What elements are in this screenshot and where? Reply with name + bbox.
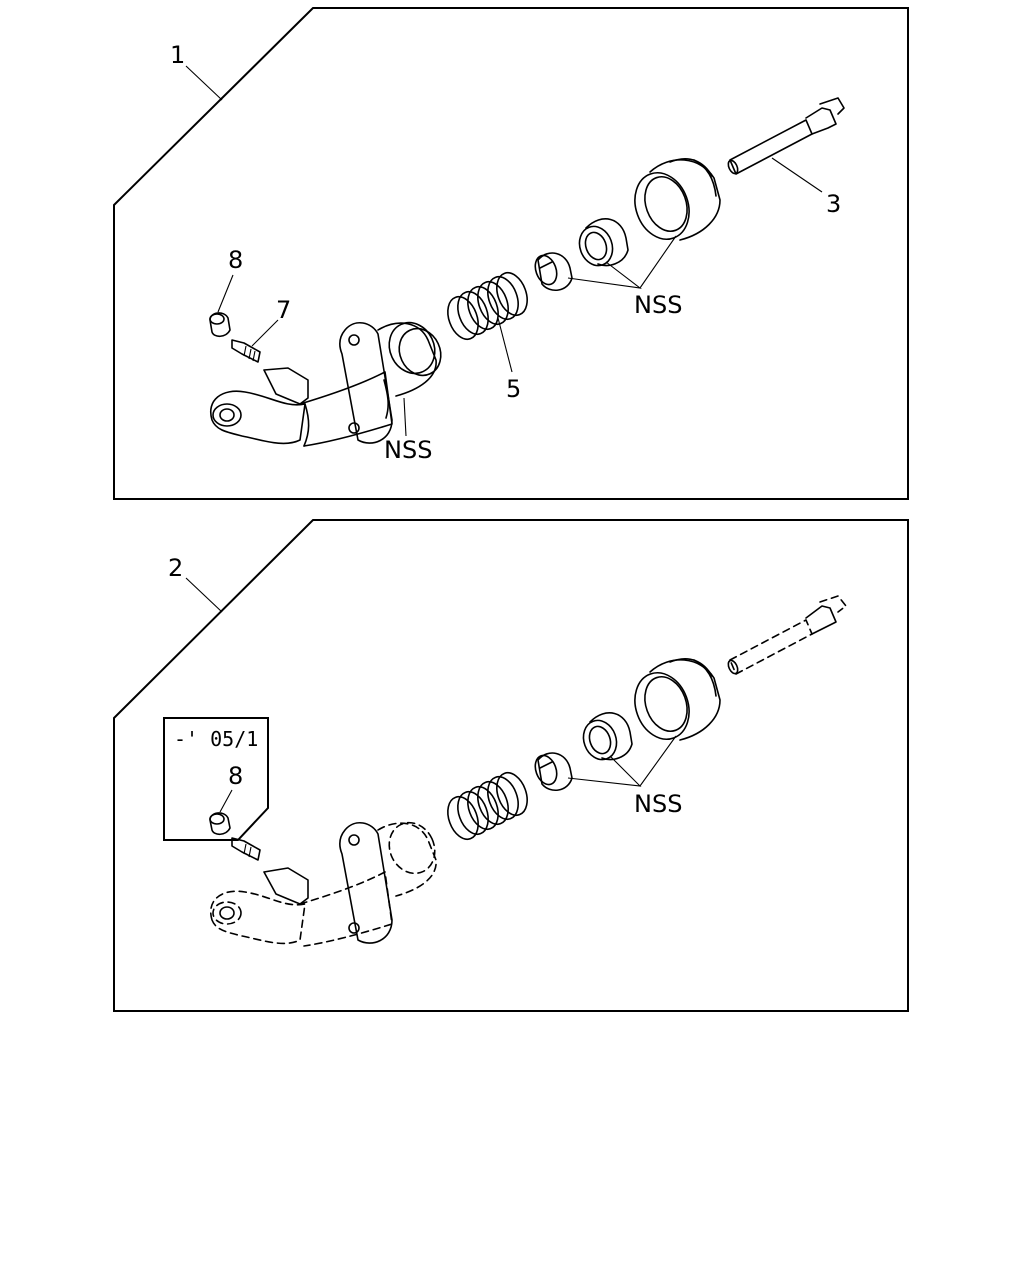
inset-fitting-cap-leader xyxy=(219,789,233,813)
fitting-cap xyxy=(209,312,231,338)
dust-boot xyxy=(634,158,721,241)
seals-group-leader xyxy=(567,235,677,289)
push-rod xyxy=(727,97,845,175)
spring-leader xyxy=(497,317,513,373)
bleeder-screw xyxy=(231,339,261,363)
panel-1-frame xyxy=(113,7,909,500)
seals-group-label: NSS xyxy=(634,291,682,319)
seals-group-2-label: NSS xyxy=(634,790,682,818)
inset-fitting-cap-label: 8 xyxy=(228,762,243,790)
fitting-cap-leader xyxy=(217,274,234,313)
inset-note-box xyxy=(163,717,269,841)
bleeder-screw-2 xyxy=(231,837,261,861)
cylinder-body-2 xyxy=(209,821,437,947)
body-seal-label: NSS xyxy=(384,436,432,464)
assembly-1-label: 1 xyxy=(170,41,185,69)
bleeder-screw-label: 7 xyxy=(276,296,291,324)
assembly-2-label: 2 xyxy=(168,554,183,582)
push-rod-leader xyxy=(771,157,823,193)
panel-2-frame xyxy=(113,519,909,1012)
panel-assembly-2: 2 -' 05/1 8 xyxy=(113,519,909,1012)
spring-2 xyxy=(447,771,528,841)
cup-seal-2 xyxy=(582,712,633,761)
piston-2 xyxy=(534,752,573,791)
piston xyxy=(534,252,573,291)
panel-assembly-1: 1 NSS 8 xyxy=(113,7,909,500)
dust-boot-2 xyxy=(634,658,721,741)
assembly-1-leader xyxy=(185,65,223,101)
spring xyxy=(447,271,528,341)
seals-group-2-leader xyxy=(567,735,677,787)
inset-note-text: -' 05/1 xyxy=(174,727,258,751)
cup-seal xyxy=(578,218,629,267)
push-rod-2 xyxy=(727,595,847,675)
bleeder-screw-leader xyxy=(251,319,279,347)
push-rod-label: 3 xyxy=(826,190,841,218)
spring-label: 5 xyxy=(506,375,521,403)
inset-fitting-cap xyxy=(209,812,231,836)
cylinder-body xyxy=(209,321,442,447)
assembly-2-leader xyxy=(185,577,223,613)
body-seal-leader xyxy=(403,397,407,437)
fitting-cap-label: 8 xyxy=(228,246,243,274)
